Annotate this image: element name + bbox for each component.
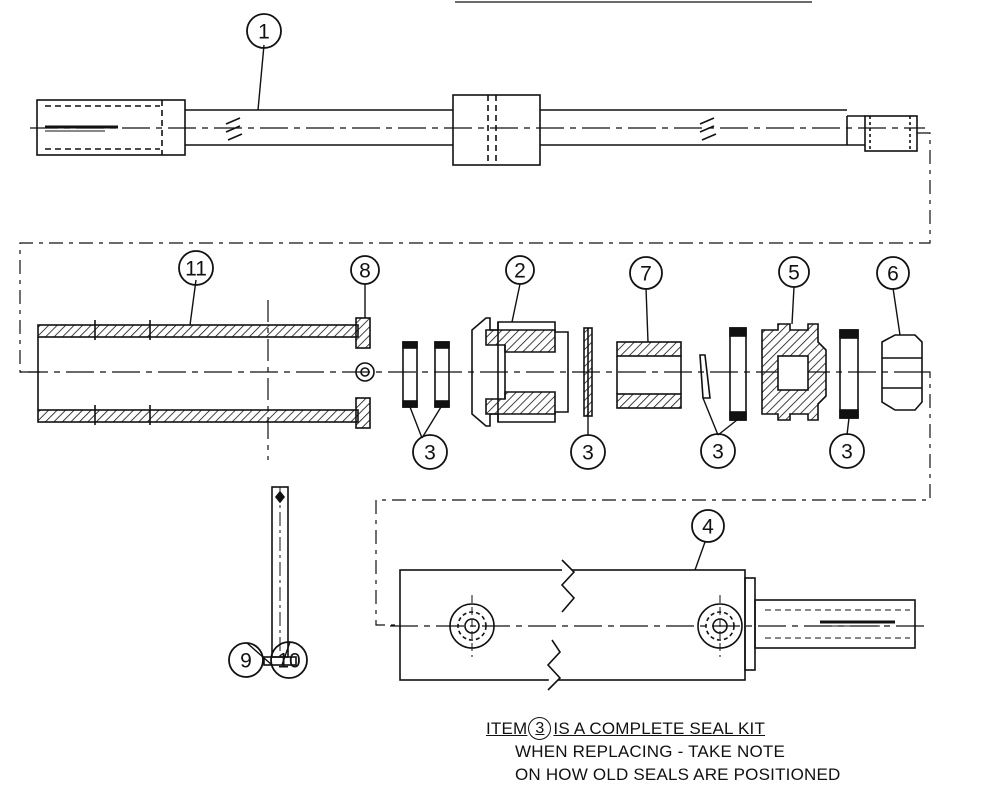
- callout-circle-4: [691, 509, 725, 543]
- set-screw-part: [355, 317, 375, 429]
- callout-3c: 3: [712, 441, 724, 464]
- tube-part: [37, 300, 359, 460]
- pin-part: [263, 486, 297, 666]
- note-line-1: ITEM 3 IS A COMPLETE SEAL KIT: [486, 717, 1000, 740]
- cylinder-barrel-part: [390, 559, 930, 691]
- callout-4: 4: [702, 516, 714, 539]
- seal-ring-c: [729, 327, 747, 421]
- callout-2: 2: [514, 260, 526, 283]
- callout-circles: [178, 13, 910, 679]
- wedge-seal: [699, 354, 711, 399]
- note-prefix: ITEM: [486, 719, 528, 738]
- callout-8: 8: [359, 260, 371, 283]
- note-line-3: ON HOW OLD SEALS ARE POSITIONED: [515, 765, 841, 784]
- gland-part: [471, 317, 569, 427]
- callout-circle-3a: [412, 434, 448, 470]
- callout-11: 11: [185, 258, 207, 281]
- callout-circle-3b: [570, 434, 606, 470]
- callout-circle-8: [350, 255, 380, 285]
- assembly-path-lower: [375, 371, 931, 626]
- callout-3a: 3: [424, 442, 436, 465]
- callout-circle-3d: [829, 433, 865, 469]
- assembly-path-upper: [19, 132, 931, 373]
- callout-3d: 3: [841, 441, 853, 464]
- callout-7: 7: [640, 263, 652, 286]
- callout-circle-5: [778, 256, 810, 288]
- callout-circle-11: [178, 250, 214, 286]
- callout-circle-3c: [700, 433, 736, 469]
- thin-seal-a: [583, 327, 593, 417]
- piston-part: [761, 323, 827, 421]
- callout-circle-2: [505, 255, 535, 285]
- callout-6: 6: [887, 263, 899, 286]
- leader-lines: [189, 44, 901, 666]
- seal-ring-d: [839, 329, 859, 419]
- callout-circle-1: [246, 13, 282, 49]
- callout-circle-6: [876, 256, 910, 290]
- bushing-part: [616, 341, 682, 409]
- note-line-2: WHEN REPLACING - TAKE NOTE: [515, 742, 785, 761]
- callout-3b: 3: [582, 442, 594, 465]
- seal-kit-note: ITEM 3 IS A COMPLETE SEAL KIT WHEN REPLA…: [486, 717, 1000, 786]
- nut-part: [881, 334, 923, 411]
- note-line-1-text: IS A COMPLETE SEAL KIT: [553, 719, 766, 738]
- seal-ring-b: [434, 341, 450, 408]
- note-item-circle: 3: [528, 717, 552, 740]
- callout-circle-10: [270, 641, 308, 679]
- seal-ring-a: [402, 341, 418, 408]
- callout-circle-7: [629, 256, 663, 290]
- callout-circle-9: [228, 642, 264, 678]
- callout-9: 9: [240, 650, 252, 673]
- callout-1: 1: [258, 21, 270, 44]
- callout-5: 5: [788, 262, 800, 285]
- rod-part: [36, 94, 918, 166]
- callout-10: 10: [277, 650, 300, 673]
